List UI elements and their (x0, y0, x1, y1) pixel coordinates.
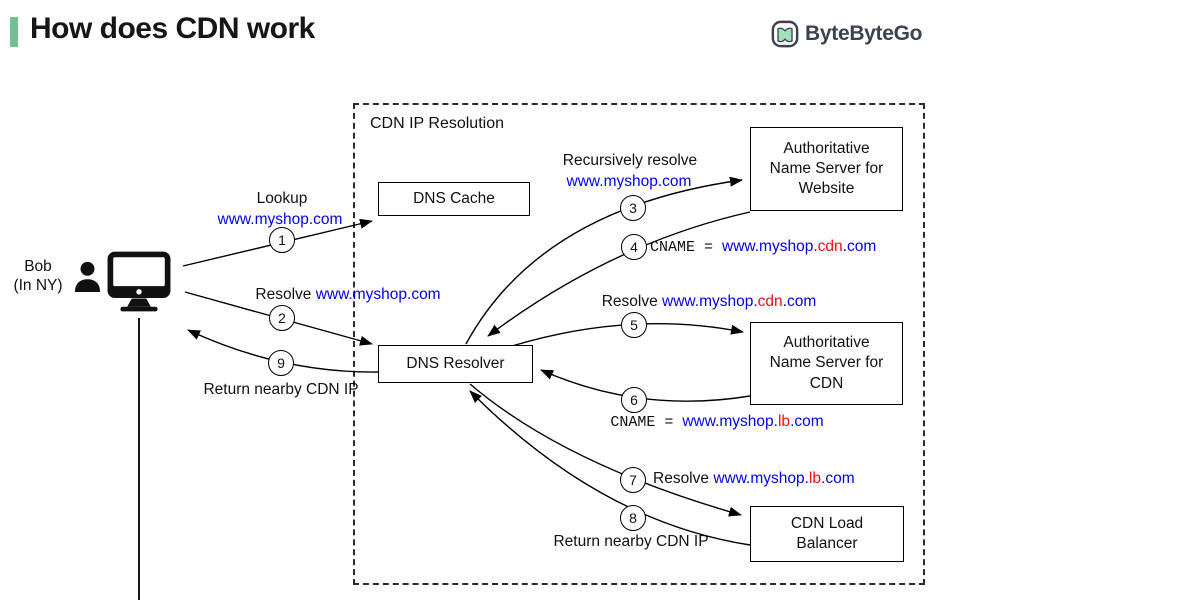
step-1-label-url: www.myshop.com (217, 211, 343, 228)
bytebytego-logo: ByteByteGo (771, 20, 923, 48)
step-circle-5: 5 (621, 312, 647, 338)
step-3-label-url: www.myshop.com (566, 173, 692, 190)
arrow-3-recursive-resolve (465, 176, 743, 345)
person-icon (74, 261, 101, 293)
node-dns-cache: DNS Cache (378, 182, 530, 216)
step-circle-9: 9 (268, 350, 294, 376)
step-3-label-action: Recursively resolve (562, 152, 698, 169)
page-title: How does CDN work (30, 12, 315, 45)
step-2-label: Resolve www.myshop.com (255, 286, 441, 303)
step-4-label: CNAME = www.myshop.cdn.com (650, 238, 877, 256)
step-circle-4: 4 (621, 234, 647, 260)
step-6-label: CNAME = www.myshop.lb.com (610, 413, 824, 431)
step-8-label: Return nearby CDN IP (553, 533, 709, 550)
node-cdn-load-balancer: CDN Load Balancer (750, 506, 904, 562)
node-dns-resolver: DNS Resolver (378, 345, 533, 383)
arrow-7-resolve-lb (469, 383, 742, 517)
bytebytego-logo-icon (771, 20, 799, 48)
title-accent-bar (10, 17, 18, 47)
node-auth-ns-website: Authoritative Name Server for Website (750, 127, 903, 211)
step-circle-8: 8 (620, 505, 646, 531)
step-circle-1: 1 (269, 227, 295, 253)
step-5-label: Resolve www.myshop.cdn.com (601, 293, 817, 310)
actor-location: (In NY) (13, 277, 63, 295)
step-circle-3: 3 (620, 195, 646, 221)
step-circle-2: 2 (269, 305, 295, 331)
actor-connection-line (138, 318, 140, 600)
arrow-4-cname-cdn (487, 211, 751, 337)
node-auth-ns-cdn: Authoritative Name Server for CDN (750, 322, 903, 405)
bytebytego-logo-text: ByteByteGo (805, 22, 923, 45)
computer-icon (107, 251, 171, 312)
actor-name: Bob (24, 258, 52, 275)
actor-bob-label: Bob (In NY) (13, 257, 62, 296)
cdn-ip-resolution-container: CDN IP Resolution (353, 103, 925, 585)
arrow-8-return-cdn-ip (469, 390, 751, 546)
container-label: CDN IP Resolution (370, 115, 504, 132)
step-1-label-action: Lookup (256, 190, 308, 207)
step-circle-6: 6 (621, 387, 647, 413)
step-9-label: Return nearby CDN IP (203, 381, 359, 398)
step-circle-7: 7 (620, 467, 646, 493)
step-7-label: Resolve www.myshop.lb.com (653, 470, 855, 487)
